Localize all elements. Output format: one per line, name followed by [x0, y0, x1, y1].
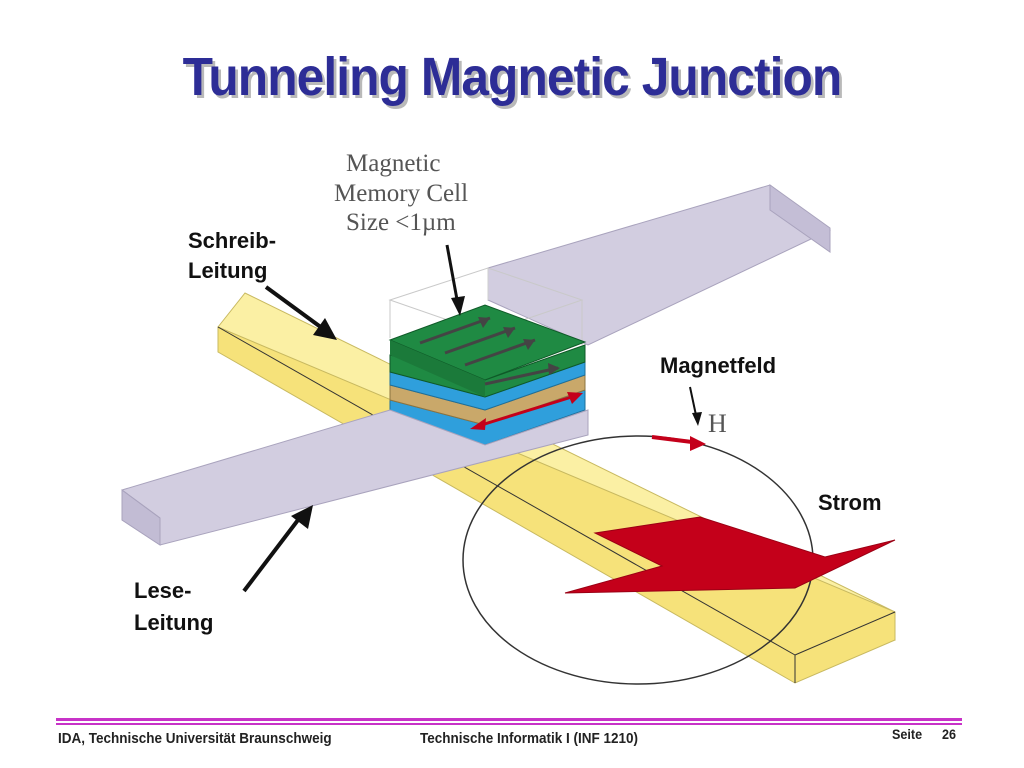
field-label: Magnetfeld — [660, 353, 776, 378]
footer-divider-bottom — [56, 723, 962, 725]
arrow-to-read-line — [291, 505, 313, 529]
footer-divider-top — [56, 718, 962, 721]
pointer-arrows — [242, 244, 702, 593]
footer-course: Technische Informatik I (INF 1210) — [420, 730, 639, 747]
current-arrow — [564, 516, 896, 594]
slide-title: Tunneling Magnetic Junction — [182, 47, 843, 107]
write-line-label-2: Leitung — [188, 258, 267, 283]
arrow-to-cell — [451, 296, 465, 316]
cell-label-line1: Magnetic — [346, 150, 440, 177]
cell-label-line2: Memory Cell — [334, 180, 468, 207]
cell-label-line3: Size <1µm — [346, 209, 456, 236]
read-line-far — [487, 184, 831, 346]
current-label: Strom — [818, 490, 882, 515]
read-line-near — [121, 409, 589, 546]
footer-institution: IDA, Technische Universität Braunschweig — [58, 730, 332, 747]
footer-page-number: 26 — [942, 726, 957, 742]
read-line-label-2: Leitung — [134, 610, 213, 635]
field-symbol: H — [708, 409, 727, 438]
footer-page-label: Seite — [892, 726, 923, 742]
cell-label: Magnetic Memory Cell Size <1µm — [334, 150, 468, 236]
read-line-label-1: Lese- — [134, 578, 191, 603]
arrow-to-write-line — [313, 318, 337, 340]
write-line-label-1: Schreib- — [188, 228, 276, 253]
arrow-to-field — [692, 412, 702, 426]
